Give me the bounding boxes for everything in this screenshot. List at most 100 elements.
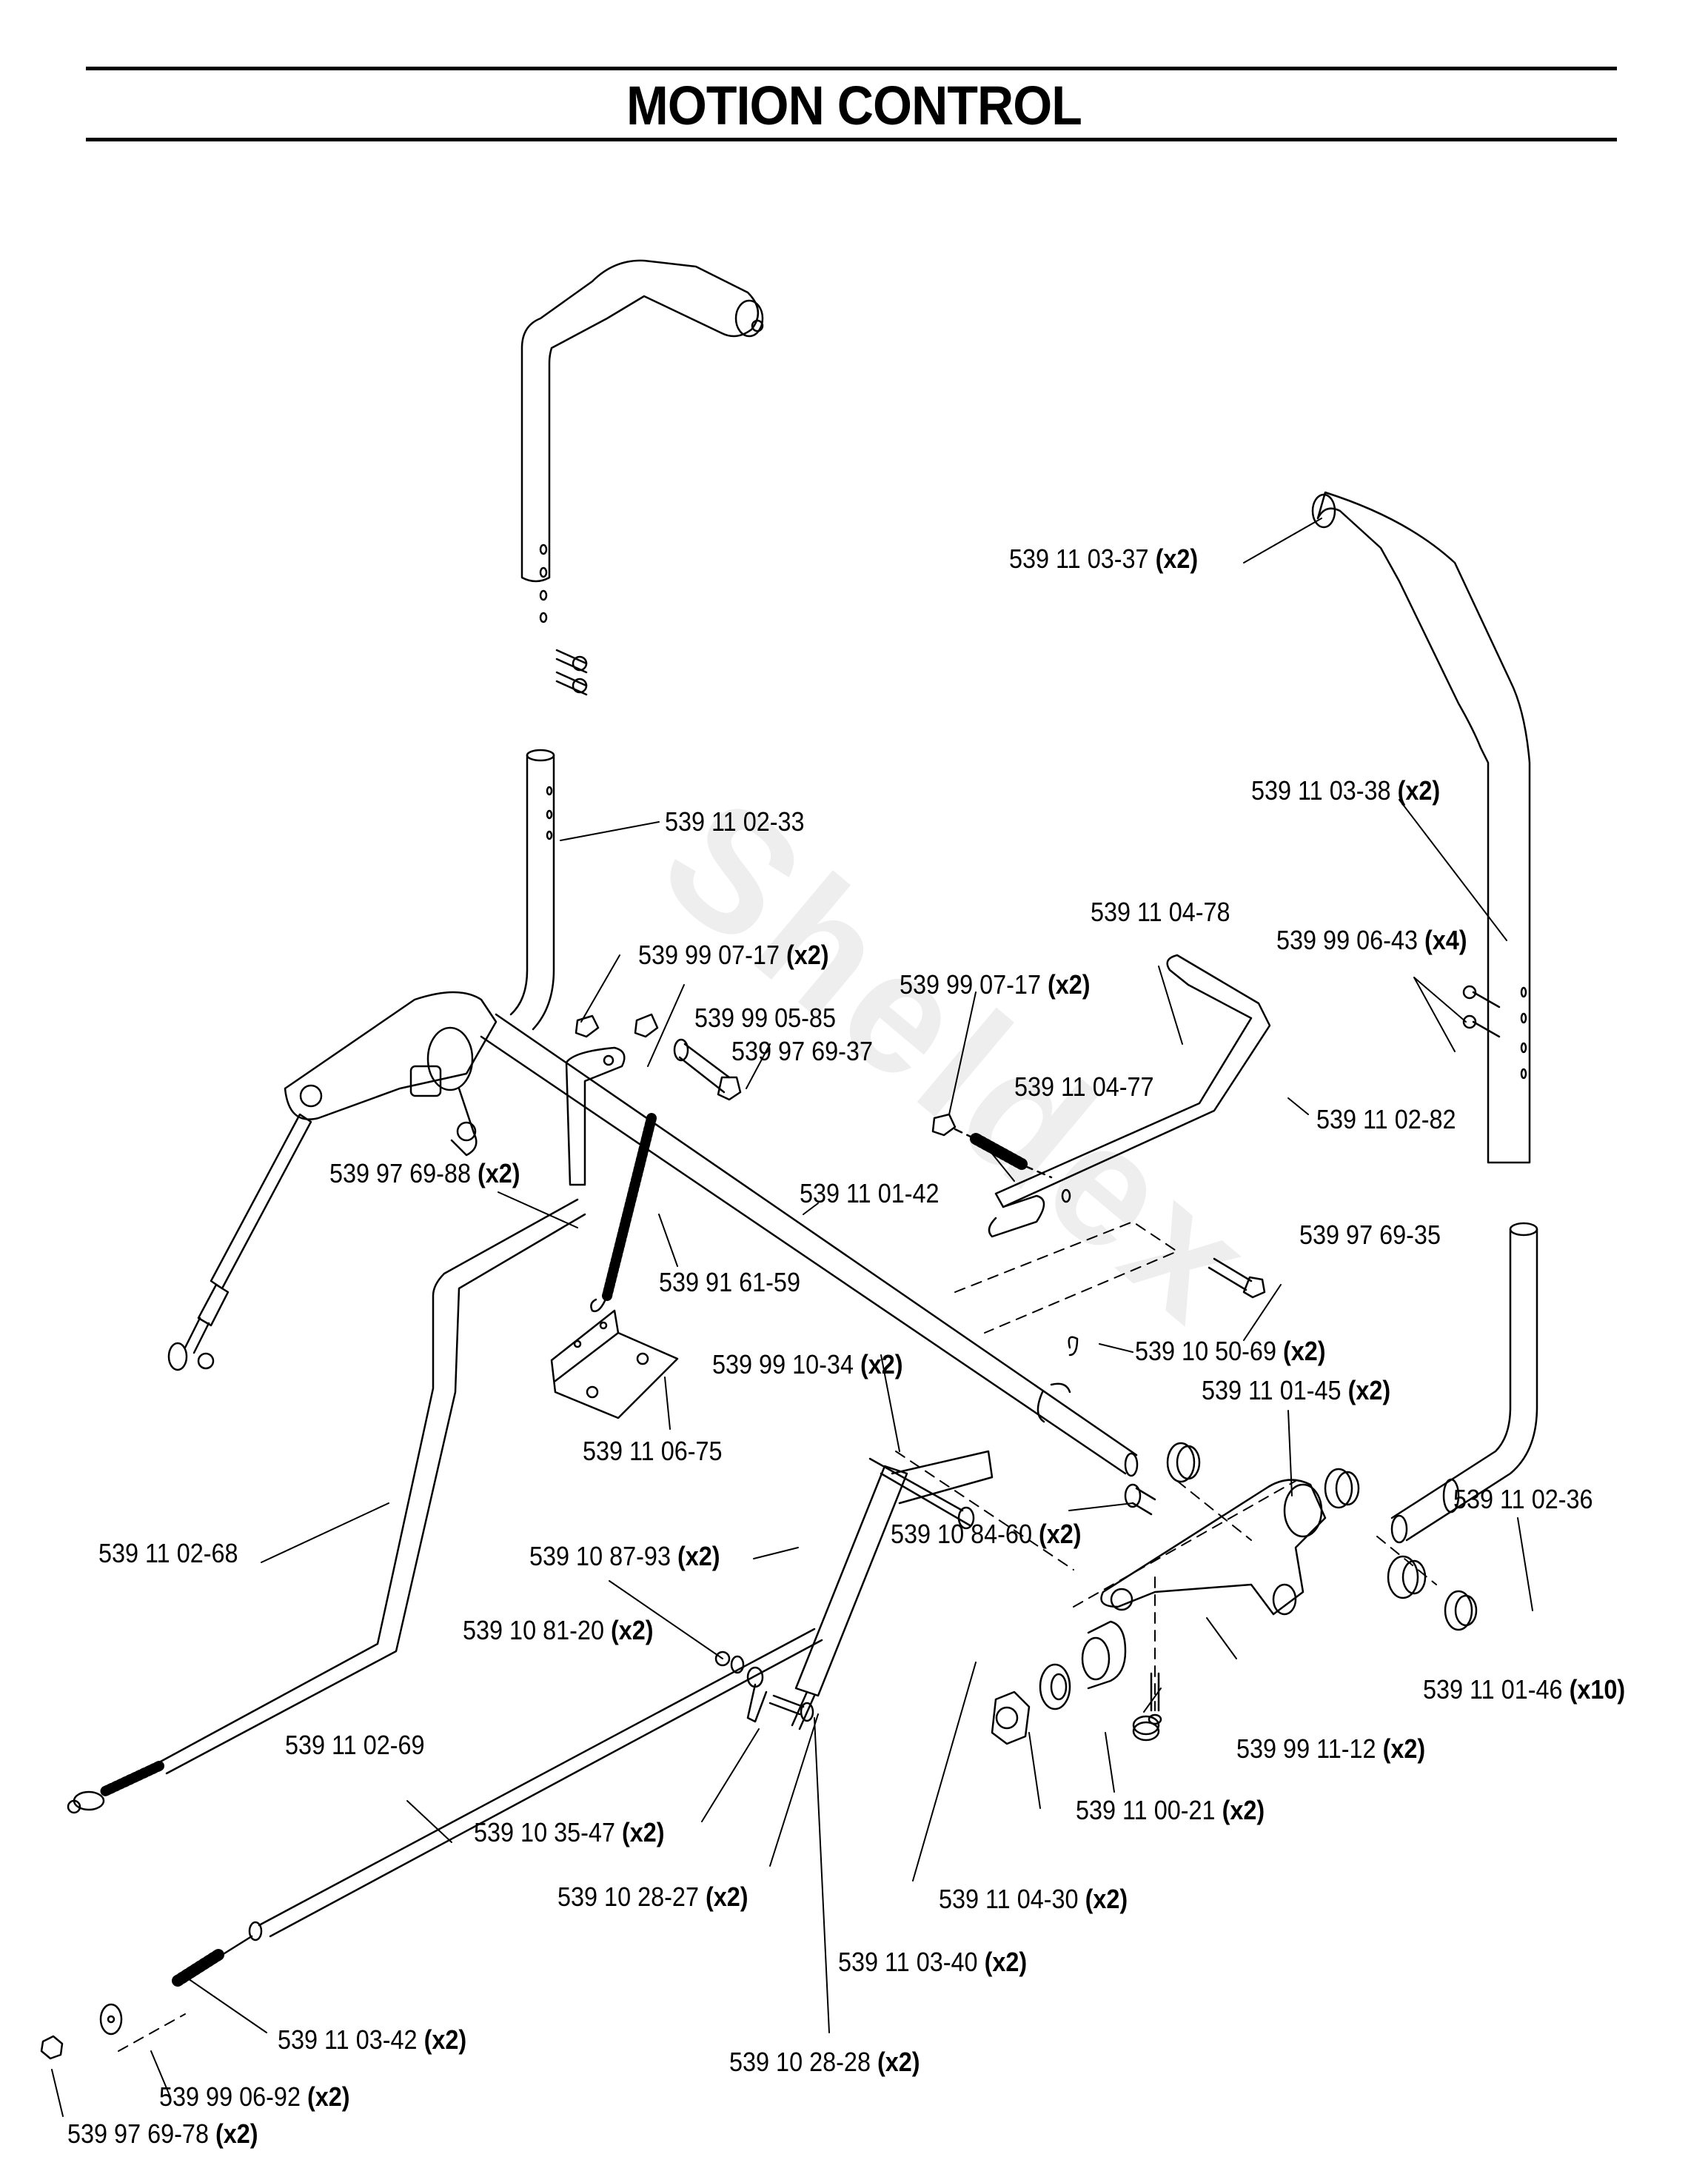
- angle-bracket: [550, 1309, 679, 1419]
- title-rule-top: [86, 67, 1617, 70]
- part-number: 539 11 02-68: [98, 1538, 238, 1568]
- part-number: 539 11 04-30: [939, 1884, 1079, 1914]
- callout-539-97-69-37: 539 97 69-37: [731, 1037, 873, 1066]
- quantity: (x10): [1569, 1674, 1626, 1705]
- quantity: (x2): [1347, 1375, 1391, 1405]
- callout-539-11-01-42: 539 11 01-42: [800, 1179, 940, 1208]
- part-number: 539 97 69-37: [731, 1036, 873, 1066]
- right-lower-tube: [1390, 1222, 1538, 1544]
- part-number: 539 10 84-60: [891, 1519, 1032, 1549]
- part-number: 539 10 50-69: [1135, 1336, 1276, 1366]
- callout-539-97-69-88: 539 97 69-88(x2): [329, 1159, 520, 1188]
- callout-539-99-05-85: 539 99 05-85: [694, 1003, 836, 1033]
- callout-539-99-07-17-b: 539 99 07-17(x2): [900, 970, 1091, 1000]
- callout-539-11-04-30: 539 11 04-30(x2): [939, 1884, 1128, 1914]
- handle-bolts-right: [1462, 985, 1501, 1038]
- part-number: 539 11 02-69: [285, 1730, 425, 1760]
- shaft-bracket-left: [565, 1046, 626, 1186]
- quantity: (x2): [984, 1947, 1028, 1977]
- callout-539-99-06-43: 539 99 06-43(x4): [1276, 926, 1467, 955]
- callout-539-10-87-93: 539 10 87-93(x2): [529, 1542, 720, 1571]
- damper-stud: [1132, 1672, 1162, 1742]
- callout-539-91-61-59: 539 91 61-59: [659, 1268, 800, 1297]
- callout-539-10-28-28: 539 10 28-28(x2): [729, 2047, 920, 2077]
- quantity: (x2): [860, 1349, 903, 1379]
- bolt-right: [1208, 1257, 1266, 1299]
- callout-539-97-69-35: 539 97 69-35: [1299, 1220, 1441, 1250]
- part-number: 539 10 87-93: [529, 1541, 671, 1571]
- callout-539-11-02-82: 539 11 02-82: [1316, 1105, 1456, 1134]
- main-cross-shaft: [480, 1013, 1139, 1477]
- quantity: (x2): [1382, 1733, 1426, 1764]
- part-number: 539 99 11-12: [1236, 1733, 1376, 1764]
- callout-539-11-03-42: 539 11 03-42(x2): [278, 2025, 466, 2055]
- left-lower-tube: [509, 749, 555, 1031]
- callout-539-99-07-17-a: 539 99 07-17(x2): [638, 940, 829, 970]
- part-number: 539 11 04-78: [1091, 897, 1230, 927]
- part-number: 539 99 06-43: [1276, 925, 1418, 955]
- quantity: (x2): [1397, 775, 1441, 806]
- callout-539-10-84-60: 539 10 84-60(x2): [891, 1519, 1082, 1549]
- quantity: (x2): [621, 1817, 665, 1847]
- quantity: (x2): [215, 2118, 258, 2149]
- part-number: 539 11 03-42: [278, 2024, 418, 2055]
- right-control-rod: [248, 1628, 823, 1941]
- part-number: 539 99 07-17: [900, 969, 1041, 1000]
- part-number: 539 97 69-88: [329, 1158, 471, 1188]
- e-clip: [1068, 1336, 1079, 1357]
- callout-539-11-02-69: 539 11 02-69: [285, 1730, 425, 1760]
- callout-539-10-28-27: 539 10 28-27(x2): [557, 1882, 748, 1912]
- handle-bolts-left: [555, 649, 588, 696]
- rod-end-hardware: [40, 1935, 253, 2060]
- callout-539-11-06-75: 539 11 06-75: [583, 1436, 723, 1466]
- part-number: 539 99 10-34: [712, 1349, 854, 1379]
- quantity: (x2): [307, 2081, 350, 2112]
- part-number: 539 91 61-59: [659, 1267, 800, 1297]
- part-number: 539 11 02-33: [665, 806, 805, 837]
- callout-539-11-03-38: 539 11 03-38(x2): [1251, 776, 1440, 806]
- callout-539-10-50-69: 539 10 50-69(x2): [1135, 1337, 1326, 1366]
- part-number: 539 99 05-85: [694, 1003, 836, 1033]
- quantity: (x2): [877, 2047, 920, 2077]
- callout-539-11-02-68: 539 11 02-68: [98, 1539, 238, 1568]
- park-brake-lever: [988, 954, 1271, 1238]
- assembly-dashed-lines: [118, 1221, 1437, 2052]
- part-number: 539 11 02-82: [1316, 1104, 1456, 1134]
- left-control-handle: [520, 259, 764, 623]
- bushings: [1166, 1442, 1478, 1631]
- callout-539-11-02-33: 539 11 02-33: [665, 807, 805, 837]
- callout-539-11-04-77: 539 11 04-77: [1014, 1072, 1154, 1102]
- quantity: (x2): [423, 2024, 467, 2055]
- part-number: 539 10 35-47: [474, 1817, 615, 1847]
- quantity: (x2): [786, 940, 829, 970]
- quantity: (x4): [1424, 925, 1467, 955]
- quantity: (x2): [677, 1541, 720, 1571]
- part-number: 539 11 01-45: [1202, 1375, 1342, 1405]
- right-damper: [791, 1450, 994, 1730]
- quantity: (x2): [705, 1882, 748, 1912]
- part-number: 539 11 04-77: [1014, 1071, 1154, 1102]
- part-number: 539 11 01-46: [1423, 1674, 1563, 1705]
- quantity: (x2): [1155, 544, 1199, 574]
- part-number: 539 11 06-75: [583, 1436, 723, 1466]
- part-number: 539 10 28-27: [557, 1882, 699, 1912]
- callout-539-99-10-34: 539 99 10-34(x2): [712, 1350, 903, 1379]
- part-number: 539 11 03-38: [1251, 775, 1391, 806]
- quantity: (x2): [1047, 969, 1091, 1000]
- part-number: 539 10 28-28: [729, 2047, 871, 2077]
- left-control-rod: [67, 1198, 586, 1814]
- part-number: 539 97 69-35: [1299, 1220, 1441, 1250]
- callout-539-10-35-47: 539 10 35-47(x2): [474, 1818, 665, 1847]
- callout-539-11-00-21: 539 11 00-21(x2): [1076, 1796, 1265, 1825]
- callout-539-11-04-78: 539 11 04-78: [1091, 897, 1230, 927]
- right-pump-arm-assembly: [1100, 1479, 1327, 1616]
- part-number: 539 11 03-37: [1009, 544, 1149, 574]
- callout-539-97-69-78: 539 97 69-78(x2): [67, 2119, 258, 2149]
- spacer-stack: [991, 1620, 1127, 1745]
- quantity: (x2): [477, 1158, 520, 1188]
- damper-end-hardware: [714, 1650, 814, 1723]
- right-control-handle: [1311, 491, 1531, 1164]
- part-number: 539 11 02-36: [1453, 1484, 1593, 1514]
- extension-spring: [590, 1113, 657, 1313]
